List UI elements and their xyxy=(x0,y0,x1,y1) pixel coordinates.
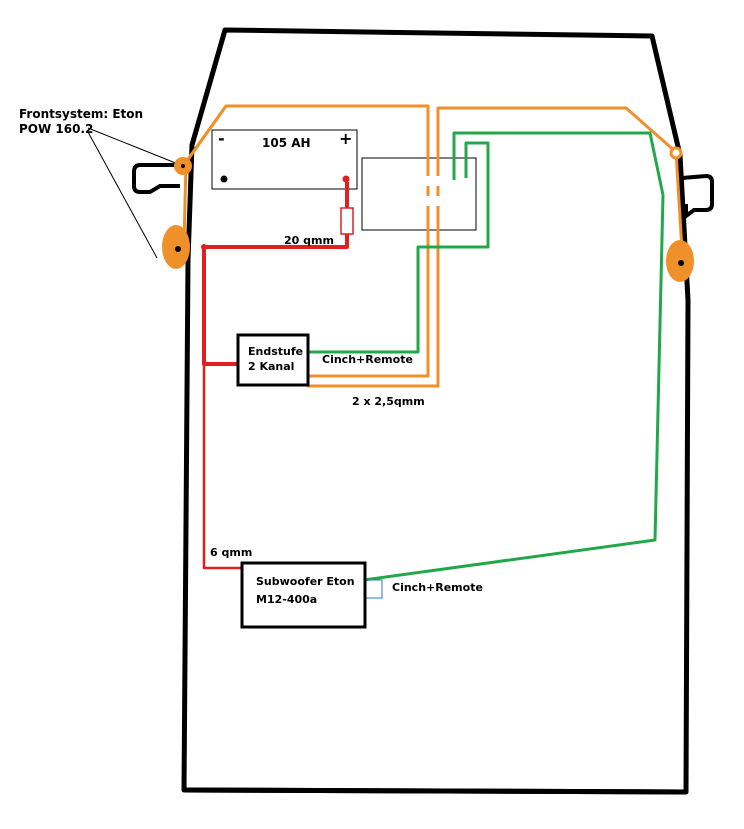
car-body-outline xyxy=(181,27,691,795)
car-rear-edge xyxy=(183,787,687,795)
speaker-cable-left-tweeter xyxy=(182,105,228,166)
frontsystem-pointer-woofer xyxy=(87,131,158,259)
power-junction xyxy=(201,244,207,250)
cable-20qmm-label: 20 qmm xyxy=(284,234,334,247)
battery-capacity-label: 105 AH xyxy=(262,136,311,150)
cinch-remote-sub-label: Cinch+Remote xyxy=(392,581,483,594)
frontsystem-label-line2: POW 160.2 xyxy=(19,122,93,136)
cinch-remote-amp-label: Cinch+Remote xyxy=(322,353,413,366)
amplifier-label-line1: Endstufe xyxy=(248,345,303,358)
cable-6qmm-label: 6 qmm xyxy=(210,546,252,559)
right-mirror xyxy=(681,173,714,220)
signal-cable-amp xyxy=(307,141,490,354)
left-woofer-center xyxy=(175,246,181,252)
fuse-holder xyxy=(340,207,354,235)
frontsystem-pointer-tweeter xyxy=(87,127,179,165)
speaker-cable-label: 2 x 2,5qmm xyxy=(352,395,425,408)
sub-remote-tap xyxy=(364,579,383,599)
subwoofer-label-line2: M12-400a xyxy=(256,593,317,606)
battery-box xyxy=(211,129,358,190)
battery-positive-terminal xyxy=(342,175,350,183)
battery-minus-label: - xyxy=(218,129,225,148)
amplifier-label-line2: 2 Kanal xyxy=(248,360,294,373)
amplifier-box xyxy=(236,333,310,387)
subwoofer-box xyxy=(240,561,367,629)
signal-cable-sub xyxy=(363,131,665,582)
power-cable-6qmm xyxy=(202,364,242,570)
left-mirror xyxy=(132,163,180,194)
battery-plus-label: + xyxy=(339,129,352,148)
subwoofer-label-line1: Subwoofer Eton xyxy=(256,575,355,588)
speaker-cable-left xyxy=(182,104,430,378)
battery-negative-terminal xyxy=(220,175,228,183)
right-tweeter-speaker xyxy=(669,146,683,160)
speaker-cable-right xyxy=(307,106,684,388)
left-tweeter-center xyxy=(181,164,185,168)
frontsystem-label-line1: Frontsystem: Eton xyxy=(19,107,143,121)
head-unit-box xyxy=(361,157,477,231)
right-woofer-center xyxy=(678,260,684,266)
